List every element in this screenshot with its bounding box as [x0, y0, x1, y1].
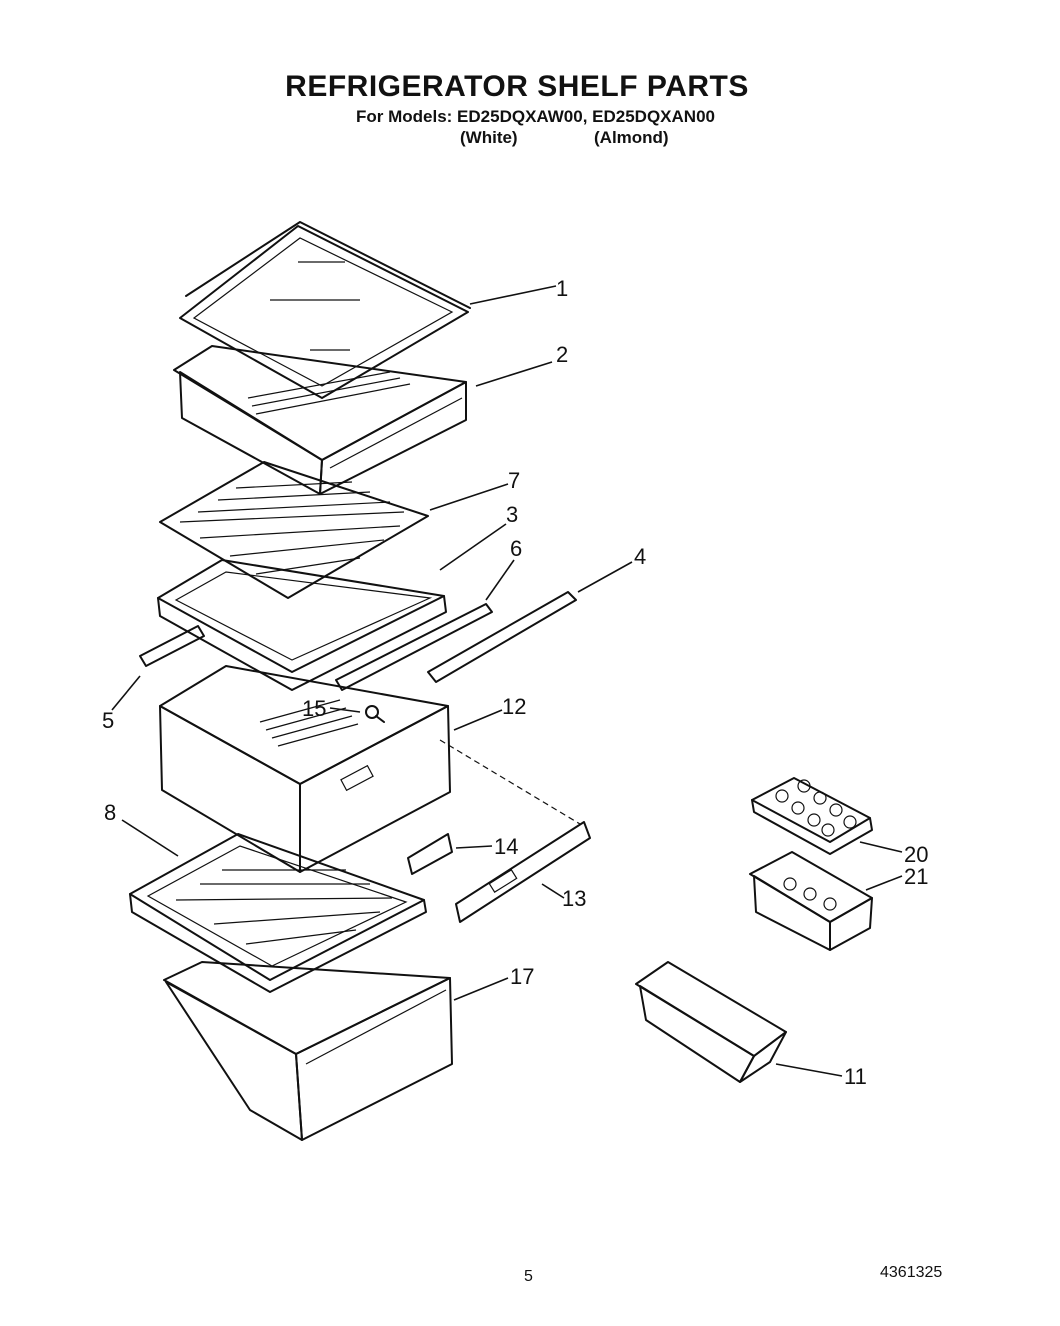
part-7-ribbed-shelf	[159, 461, 429, 599]
leader-lines	[111, 285, 903, 1077]
models-line: For Models: ED25DQXAW00, ED25DQXAN00	[356, 107, 715, 126]
part-1-glass-shelf	[179, 221, 471, 399]
part-4-rail	[427, 591, 577, 683]
assembly-dashed-line	[439, 739, 581, 825]
callout-labels: 1 2 7 3 6 4 5 15 12 8 14 13 17 20 21 11	[102, 276, 928, 1089]
part-8-large-shelf	[129, 833, 427, 993]
variant-almond: (Almond)	[594, 128, 669, 147]
callout-21: 21	[904, 864, 928, 889]
callout-8: 8	[104, 800, 116, 825]
part-14-clip	[407, 833, 453, 875]
callout-13: 13	[562, 886, 586, 911]
callout-20: 20	[904, 842, 928, 867]
part-11-bin	[635, 961, 787, 1083]
callout-11: 11	[844, 1064, 867, 1089]
page-number: 5	[524, 1268, 533, 1285]
callout-7: 7	[508, 468, 520, 493]
callout-5: 5	[102, 708, 114, 733]
callout-17: 17	[510, 964, 534, 989]
part-3-shelf-frame	[157, 559, 447, 691]
callout-15: 15	[302, 696, 326, 721]
variant-white: (White)	[460, 128, 518, 147]
part-6-rail	[335, 603, 493, 691]
part-17-lower-drawer	[163, 961, 453, 1141]
part-2-top-drawer	[173, 345, 467, 495]
callout-1: 1	[556, 276, 568, 301]
document-number: 4361325	[880, 1264, 943, 1281]
part-12-crisper-drawer	[159, 665, 451, 873]
part-13-trim-strip	[455, 821, 591, 923]
callout-2: 2	[556, 342, 568, 367]
page-title: REFRIGERATOR SHELF PARTS	[285, 70, 749, 103]
callout-3: 3	[506, 502, 518, 527]
part-20-egg-tray	[751, 777, 873, 855]
callout-4: 4	[634, 544, 646, 569]
callout-14: 14	[494, 834, 518, 859]
callout-12: 12	[502, 694, 526, 719]
part-5-bracket	[139, 625, 205, 667]
callout-6: 6	[510, 536, 522, 561]
part-21-egg-bin	[749, 851, 873, 951]
part-15-screw	[365, 705, 385, 723]
